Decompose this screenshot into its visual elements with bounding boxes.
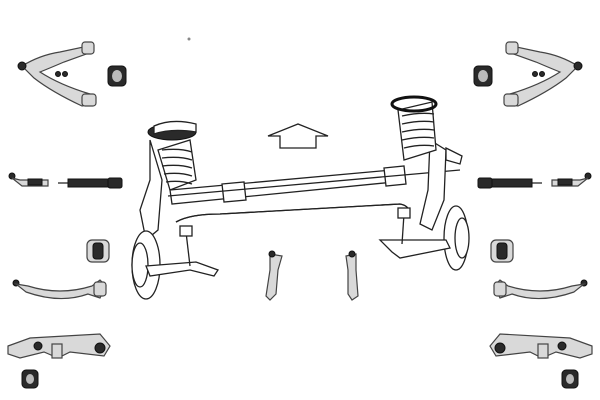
lower-front-arm-left[interactable] xyxy=(7,333,111,389)
bushing-mid-left[interactable] xyxy=(86,239,110,263)
lower-front-arm-right[interactable] xyxy=(489,333,593,389)
lower-rear-arm-left[interactable] xyxy=(12,279,107,300)
upper-control-arm-right[interactable] xyxy=(473,41,583,107)
stabilizer-link-left[interactable] xyxy=(265,250,283,301)
direction-arrow-icon xyxy=(267,123,329,149)
tie-rod-right[interactable] xyxy=(477,172,592,189)
upper-control-arm-left[interactable] xyxy=(17,41,127,107)
front-axle-assembly xyxy=(131,95,470,300)
dot-mark xyxy=(187,37,191,41)
lower-rear-arm-right[interactable] xyxy=(493,279,588,300)
stabilizer-link-right[interactable] xyxy=(345,250,359,301)
tie-rod-left[interactable] xyxy=(8,172,123,189)
bushing-mid-right[interactable] xyxy=(490,239,514,263)
